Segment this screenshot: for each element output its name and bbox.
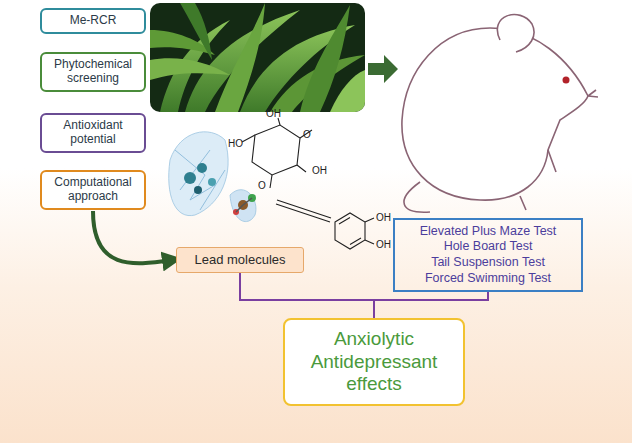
step-box: Phytochemical screening bbox=[40, 52, 146, 92]
node-text: Hole Board Test bbox=[444, 239, 533, 255]
chem-label: OH bbox=[376, 240, 391, 250]
node-text: Computational approach bbox=[47, 176, 139, 204]
chem-label: O bbox=[303, 130, 311, 140]
node-text: Anxiolytic Antidepressant effects bbox=[290, 328, 458, 396]
chem-label: OH bbox=[266, 109, 281, 119]
flow-arrow bbox=[368, 55, 398, 83]
node-text: Me-RCR bbox=[70, 14, 117, 28]
chem-label: OH bbox=[376, 213, 391, 223]
lead-box: Lead molecules bbox=[176, 247, 304, 273]
connector bbox=[93, 211, 172, 263]
node-text: Phytochemical screening bbox=[47, 58, 139, 86]
node-text: Tail Suspension Test bbox=[431, 255, 545, 271]
node-text: Antioxidant potential bbox=[47, 119, 139, 147]
chem-label: O bbox=[258, 181, 266, 191]
connector bbox=[240, 273, 374, 318]
chem-label: OH bbox=[312, 166, 327, 176]
mouse-drawing bbox=[402, 15, 598, 213]
step-box: Me-RCR bbox=[40, 8, 146, 34]
step-box: Antioxidant potential bbox=[40, 113, 146, 153]
step-box: Computational approach bbox=[40, 170, 146, 210]
node-text: Forced Swimming Test bbox=[425, 271, 551, 287]
connector bbox=[374, 292, 488, 318]
chem-label: HO bbox=[228, 139, 243, 149]
node-text: Elevated Plus Maze Test bbox=[420, 224, 557, 240]
result-box: Anxiolytic Antidepressant effects bbox=[283, 318, 465, 406]
molecule-illustration bbox=[169, 118, 374, 249]
plant-photo bbox=[150, 3, 365, 112]
test-list-box: Elevated Plus Maze TestHole Board TestTa… bbox=[393, 218, 583, 292]
node-text: Lead molecules bbox=[194, 253, 285, 268]
